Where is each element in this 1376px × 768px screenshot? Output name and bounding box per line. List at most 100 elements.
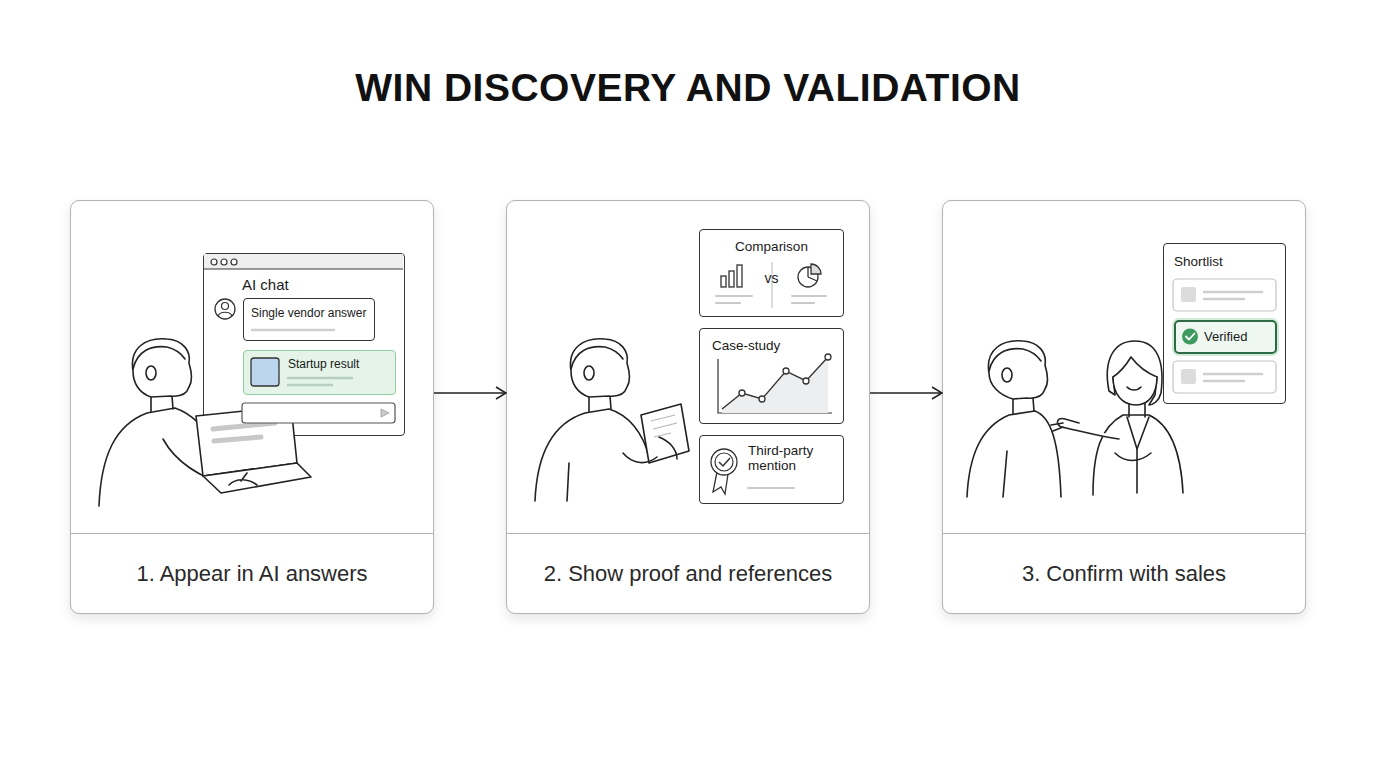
title-bar (204, 254, 403, 269)
person-document-illustration (507, 201, 871, 535)
document-line (654, 433, 671, 437)
hair-line (989, 349, 1041, 371)
row-box (1173, 361, 1276, 393)
ear (584, 366, 594, 380)
step-panel: 2. Show proof and references Comparisonv… (506, 200, 870, 614)
box-label: Shortlist (1174, 254, 1223, 270)
laptop-base (203, 463, 311, 493)
screen-line (214, 437, 261, 441)
chart-points (739, 354, 831, 402)
box-label: Verified (1204, 329, 1247, 345)
row-box (1173, 279, 1276, 311)
head-outline (132, 339, 191, 397)
shortlist-row (1173, 279, 1276, 311)
avatar-icon (215, 299, 235, 319)
text-line (748, 487, 794, 489)
window-dot (231, 259, 237, 265)
chat-window-chrome (204, 254, 403, 434)
verified-row: Verified (1174, 320, 1277, 354)
head-outline (988, 341, 1047, 399)
gesture-hand (1051, 423, 1063, 431)
text-line (792, 302, 814, 304)
screen-line (213, 423, 275, 429)
text-line (1204, 291, 1262, 294)
neck-line (589, 396, 611, 412)
hair-line (133, 347, 185, 369)
window-dot (211, 259, 217, 265)
chart-point (825, 354, 831, 360)
buyer-figure (967, 341, 1061, 497)
hair-line (571, 347, 623, 369)
document-line (653, 423, 677, 429)
shortlist-row (1173, 361, 1276, 393)
box-label: Startup result (288, 357, 359, 371)
body-outline (535, 409, 649, 501)
neck-line (1013, 398, 1034, 414)
text-line (1204, 298, 1244, 301)
bar-chart-icon (721, 265, 742, 287)
check-mark (1186, 334, 1195, 340)
jacket-outline (1093, 415, 1183, 495)
document (641, 404, 689, 463)
pie-wedge (811, 264, 821, 274)
person-figure (535, 339, 689, 501)
avatar-body (218, 312, 232, 316)
lapel-line (1127, 417, 1149, 449)
document-line (651, 415, 675, 421)
hand-line (623, 437, 677, 463)
box-label: Case-study (712, 338, 780, 354)
badge-inner (715, 453, 733, 471)
flow-arrow (870, 392, 942, 394)
input-bar (242, 403, 395, 423)
check-circle (1182, 329, 1198, 345)
hair-outline (1107, 341, 1162, 405)
text-line (1204, 380, 1244, 383)
window-dot (221, 259, 227, 265)
bar (729, 271, 734, 287)
document-lines (651, 415, 677, 437)
chart-area (722, 357, 828, 413)
chat-window: AI chat Single vendor answer Startup res… (203, 253, 405, 436)
row-square (1181, 369, 1196, 384)
badge-outer (711, 449, 737, 475)
box-label: Comparison (700, 239, 843, 255)
box-label: AI chat (242, 276, 289, 294)
title-bar-line (204, 268, 403, 269)
jacket-seam (1136, 449, 1138, 493)
torso-line (1003, 451, 1007, 497)
text-line (288, 377, 352, 380)
send-icon (381, 409, 389, 417)
ear (146, 366, 156, 380)
logo-square (251, 358, 279, 386)
smile (1127, 387, 1141, 390)
head-outline (570, 339, 629, 397)
step-caption: 2. Show proof and references (507, 533, 869, 613)
text-line (288, 384, 332, 387)
text-line (1204, 373, 1262, 376)
chart-point (803, 378, 809, 384)
text-line (252, 329, 334, 332)
text-line (716, 295, 752, 297)
chart-point (759, 396, 765, 402)
shortlist-card: Shortlist Verified (1163, 243, 1286, 404)
clasped-hands (1115, 453, 1151, 461)
face-outline (1113, 377, 1157, 405)
step-caption: 1. Appear in AI answers (71, 533, 433, 613)
comparison-card: Comparisonvs (699, 229, 844, 317)
body-outline (967, 411, 1061, 497)
pie-chart-icon (798, 264, 821, 287)
torso-line (567, 463, 569, 501)
step-panel: 3. Confirm with sales Shortlist Verified (942, 200, 1306, 614)
flow-arrow (434, 392, 506, 394)
bar (721, 276, 726, 287)
badge-check (719, 458, 730, 466)
diagram-title: WIN DISCOVERY AND VALIDATION (0, 66, 1376, 110)
text-line (716, 302, 740, 304)
text-line (792, 295, 826, 297)
step-caption: 3. Confirm with sales (943, 533, 1305, 613)
mention-card: Third-party mention (699, 435, 844, 504)
text-lines (716, 296, 826, 303)
hand-line (229, 473, 257, 485)
chart-point (783, 368, 789, 374)
